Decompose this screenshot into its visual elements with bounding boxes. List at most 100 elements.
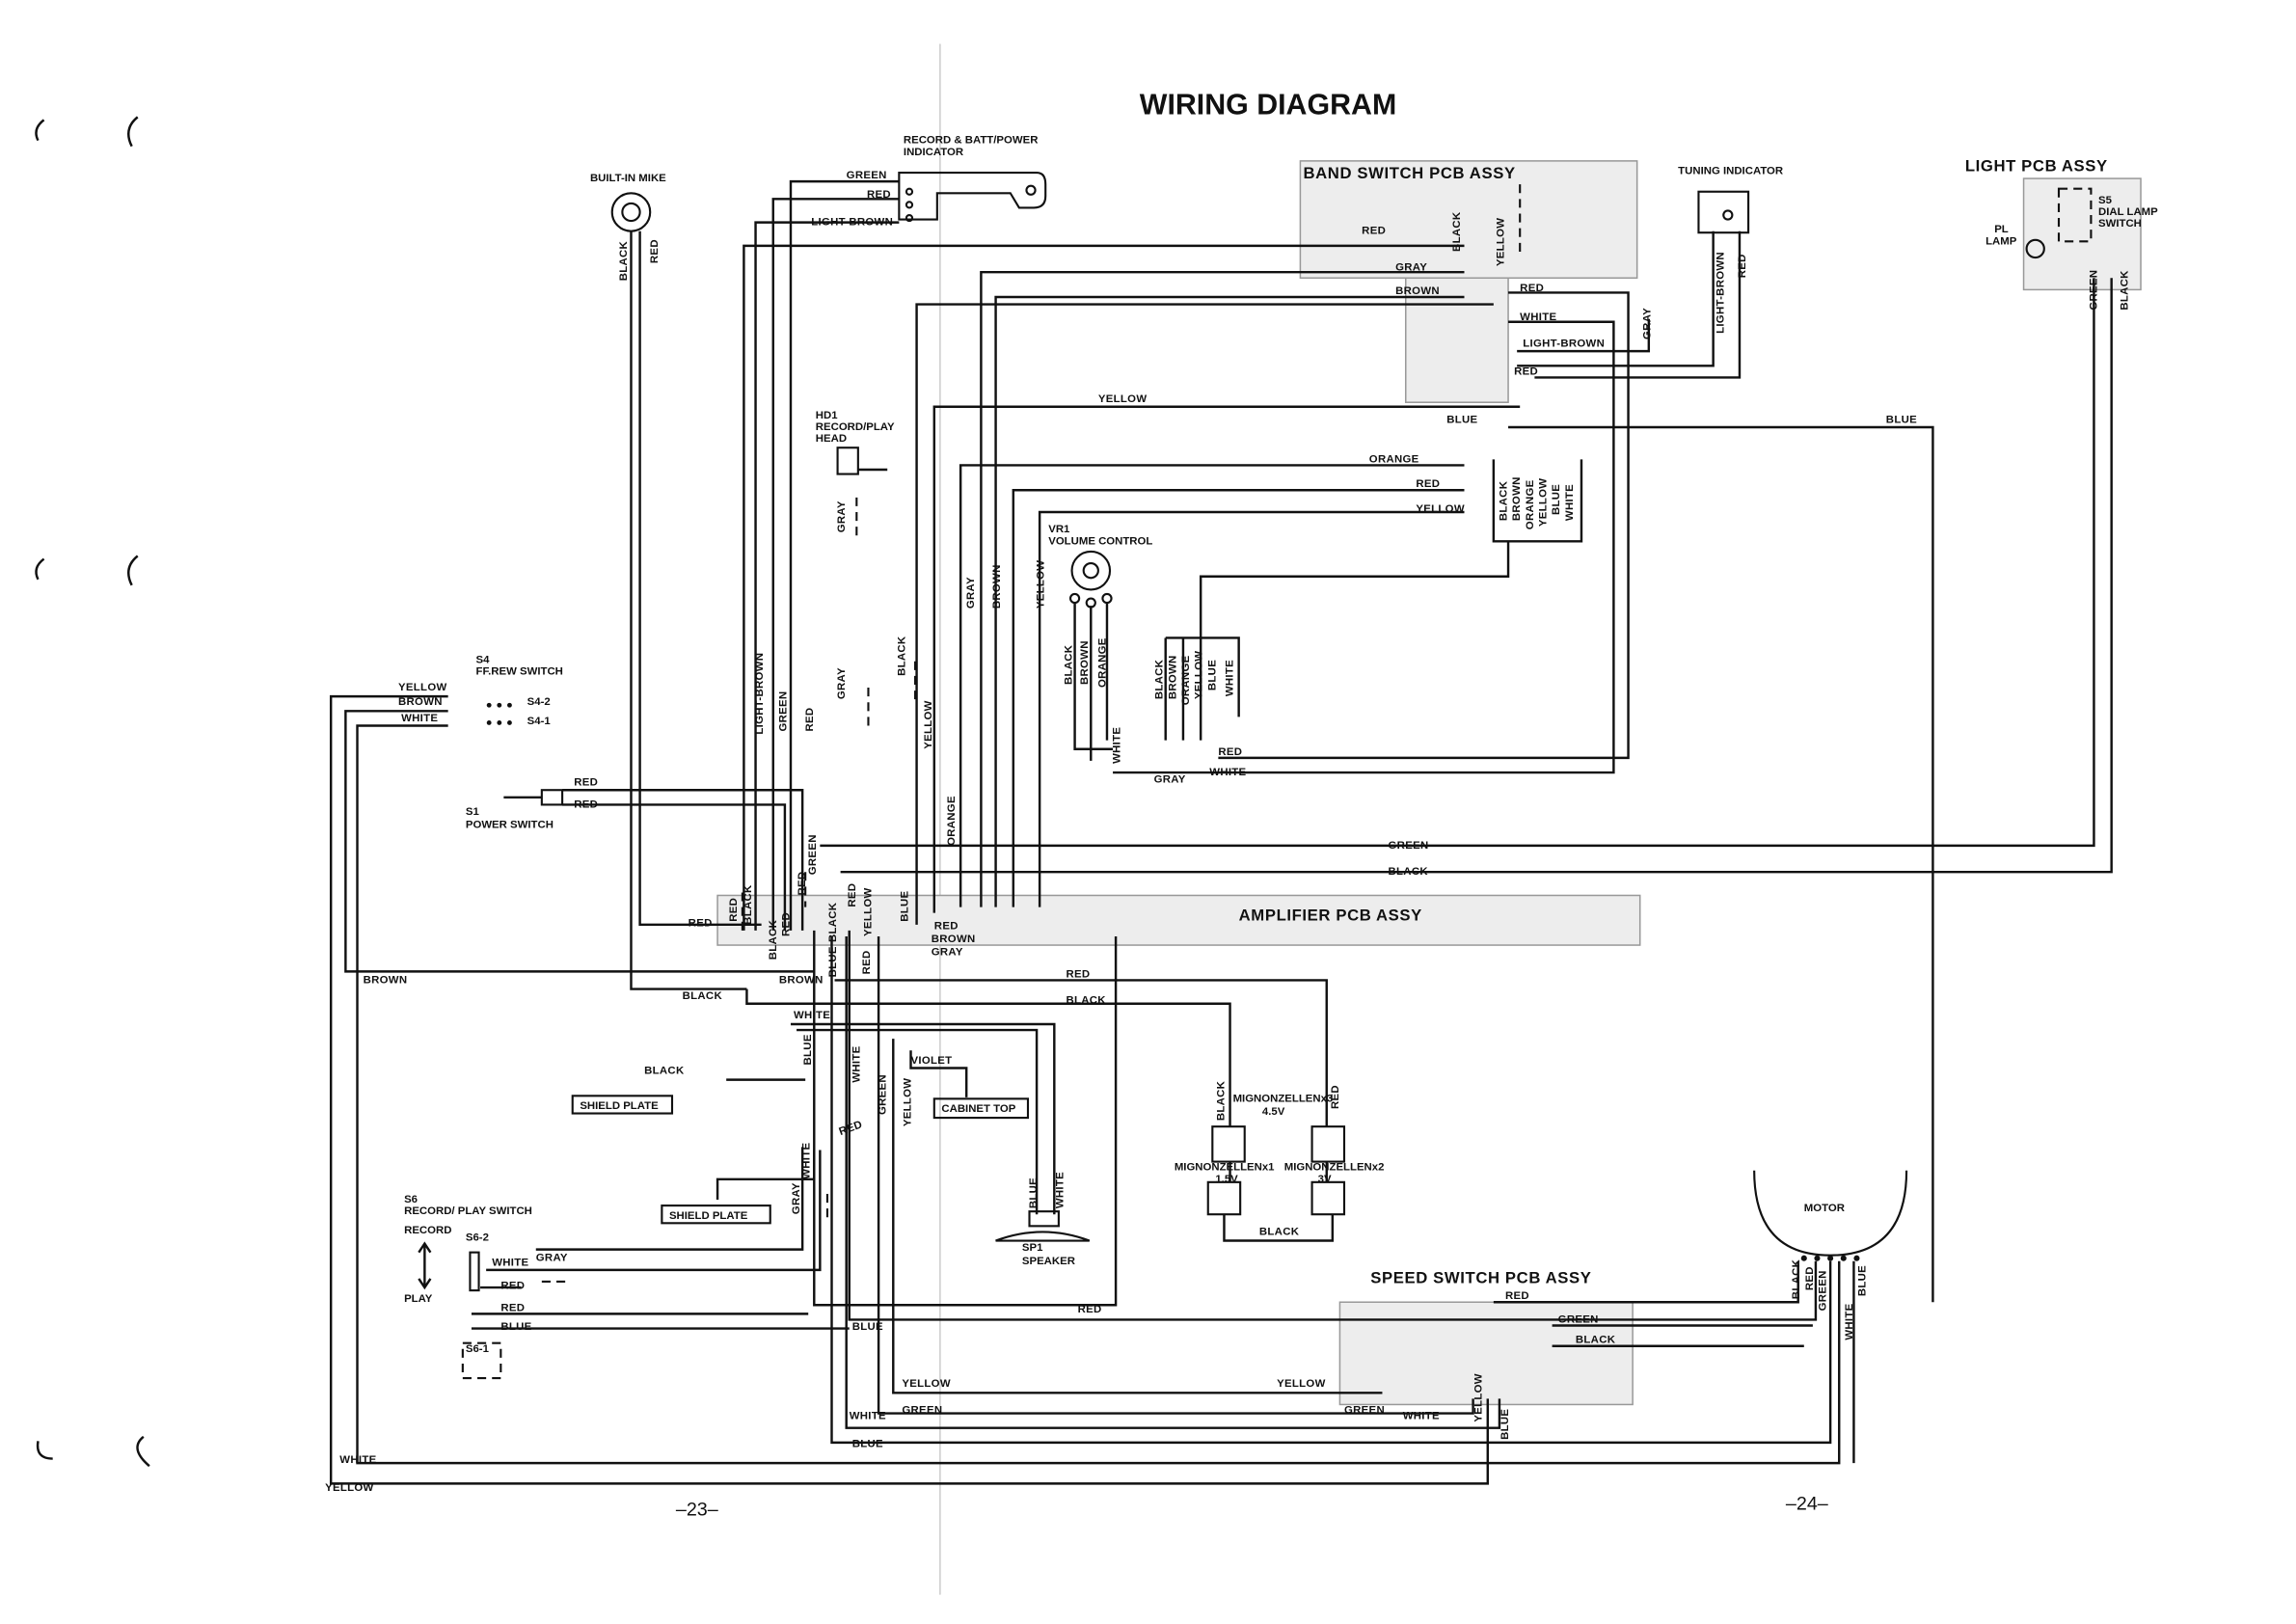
shield-plate-1-label: SHIELD PLATE xyxy=(580,1100,659,1112)
wire-label: RED xyxy=(1218,746,1242,758)
s6-label-1: S6 xyxy=(404,1194,418,1205)
wire-label: BROWN xyxy=(779,975,824,987)
wire-label: BROWN xyxy=(398,696,443,708)
wire-label: BLACK xyxy=(1389,866,1429,878)
wire-label: BLUE xyxy=(1028,1177,1040,1208)
wire-label: RED xyxy=(1514,365,1538,377)
wire-label: ORANGE xyxy=(946,796,958,846)
s6-label-2: RECORD/ PLAY SWITCH xyxy=(404,1205,532,1217)
battery-45-label-1: MIGNONZELLENx3 xyxy=(1233,1093,1334,1104)
band-switch-pcb-label: BAND SWITCH PCB ASSY xyxy=(1303,164,1515,182)
wire-label: WHITE xyxy=(794,1010,830,1021)
record-play-head xyxy=(836,447,888,475)
wire-label: BLACK xyxy=(1215,1080,1227,1121)
wire-label: VIOLET xyxy=(911,1055,953,1067)
battery-15-label-2: 1.5V xyxy=(1215,1174,1238,1185)
wire-label: BLACK xyxy=(1499,480,1510,521)
wire-label: YELLOW xyxy=(1416,503,1465,515)
play-label: PLAY xyxy=(404,1293,433,1305)
s5-label-2: DIAL LAMP xyxy=(2098,206,2158,218)
wire-label: RED xyxy=(728,898,740,922)
amplifier-pcb-label: AMPLIFIER PCB ASSY xyxy=(1239,906,1422,924)
wire-label: RED xyxy=(1362,226,1386,237)
wire-label: BLACK xyxy=(1154,659,1166,699)
band-switch-pcb-board-lower xyxy=(1404,277,1509,403)
wire-label: BLACK xyxy=(1259,1226,1300,1237)
wire-label: BROWN xyxy=(1167,655,1178,699)
wire-label: BLUE xyxy=(827,946,839,977)
wire-label: RED xyxy=(1078,1304,1102,1315)
speaker-label-2: SPEAKER xyxy=(1022,1256,1075,1267)
wire-label: WHITE xyxy=(1520,311,1556,323)
vr1-label-1: VR1 xyxy=(1048,524,1070,535)
s4-label-1: S4 xyxy=(476,654,491,665)
page-number-left: –23– xyxy=(676,1500,718,1521)
wire-label: GRAY xyxy=(836,667,848,699)
s1-label-2: POWER SWITCH xyxy=(466,820,554,831)
wire-label: ORANGE xyxy=(1180,655,1192,705)
s6-2-label: S6-2 xyxy=(466,1232,489,1244)
wire-label: BLACK xyxy=(644,1066,685,1077)
tuning-indicator-label: TUNING INDICATOR xyxy=(1678,166,1783,177)
wire-label: BLUE xyxy=(1551,484,1562,515)
wire-label: GREEN xyxy=(878,1074,889,1115)
wire-label: YELLOW xyxy=(1098,393,1148,405)
wire-label: BLACK xyxy=(743,884,754,925)
wire-label: GREEN xyxy=(2088,270,2099,311)
wire-label: YELLOW xyxy=(1194,651,1205,699)
speaker xyxy=(995,1210,1091,1242)
wire-label: RED xyxy=(838,1119,865,1138)
wire-label: RED xyxy=(1330,1085,1341,1109)
wire-label: BROWN xyxy=(1079,640,1091,685)
s6-1-label: S6-1 xyxy=(466,1343,490,1355)
wire-label: BROWN xyxy=(932,934,976,945)
wire-label: GREEN xyxy=(1389,840,1429,852)
s4-contacts xyxy=(486,702,512,725)
wire-label: GREEN xyxy=(1558,1313,1599,1325)
wire-label: WHITE xyxy=(1844,1303,1855,1340)
speed-switch-pcb-label: SPEED SWITCH PCB ASSY xyxy=(1370,1269,1591,1287)
wire-label: GRAY xyxy=(965,577,977,609)
wire-label: GRAY xyxy=(1641,308,1653,339)
wire-label: RED xyxy=(500,1302,525,1313)
wire-label: BLUE xyxy=(1446,414,1477,425)
wire-label: BROWN xyxy=(1511,476,1523,521)
wire-label: RED xyxy=(500,1281,525,1292)
wire-label: BLACK xyxy=(1064,644,1075,685)
wire-label: ORANGE xyxy=(1096,637,1108,688)
motor-label: MOTOR xyxy=(1804,1203,1845,1214)
wire-label: GREEN xyxy=(847,170,887,181)
shield-plate-2-box xyxy=(661,1204,771,1225)
s4-2-label: S4-2 xyxy=(527,696,551,708)
volume-control xyxy=(1068,550,1113,609)
wire-label: YELLOW xyxy=(325,1482,374,1494)
wire-label: BLUE xyxy=(1857,1265,1869,1296)
wire-label: WHITE xyxy=(850,1411,886,1422)
record-label: RECORD xyxy=(404,1225,451,1236)
wire-label: BLACK xyxy=(1576,1335,1616,1346)
wire-label: RED xyxy=(861,950,873,974)
wire-label: BLUE xyxy=(1499,1409,1511,1440)
s1-label-1: S1 xyxy=(466,806,480,818)
wire-label: GRAY xyxy=(1395,262,1427,274)
s4-1-label: S4-1 xyxy=(527,716,552,727)
wire-label: YELLOW xyxy=(398,682,447,693)
hd1-label-2: RECORD/PLAY xyxy=(816,421,895,433)
light-pcb-parts xyxy=(2025,187,2093,259)
battery-15-label-1: MIGNONZELLENx1 xyxy=(1175,1162,1275,1174)
wires xyxy=(329,179,2113,1485)
wire-label: BROWN xyxy=(991,564,1003,609)
battery-45-label-2: 4.5V xyxy=(1262,1106,1285,1118)
wire-label: BLACK xyxy=(827,902,839,942)
wire-label: ORANGE xyxy=(1369,453,1419,465)
wire-label: YELLOW xyxy=(902,1078,913,1126)
wire-label: RED xyxy=(1520,283,1544,294)
wire-label: WHITE xyxy=(851,1045,862,1082)
wire-label: RED xyxy=(780,912,792,936)
wire-label: WHITE xyxy=(401,713,438,724)
wire-label: RED xyxy=(867,189,891,201)
page-number-right: –24– xyxy=(1786,1494,1828,1515)
wire-label: WHITE xyxy=(1564,484,1576,521)
amplifier-pcb-board xyxy=(716,894,1641,946)
